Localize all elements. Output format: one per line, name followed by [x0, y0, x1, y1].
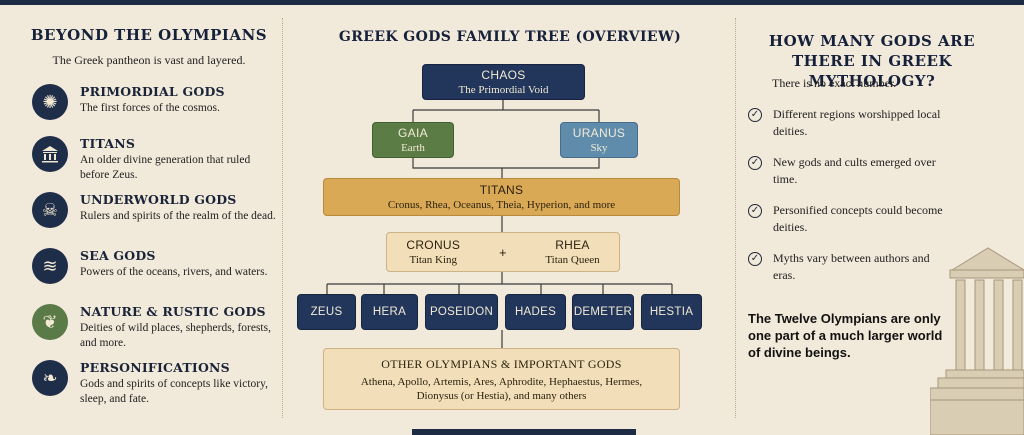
category-desc: Rulers and spirits of the realm of the d…	[80, 210, 276, 222]
chaos-node: CHAOS The Primordial Void	[422, 64, 585, 100]
uranus-node: URANUS Sky	[560, 122, 638, 158]
left-subtitle: The Greek pantheon is vast and layered.	[52, 53, 246, 67]
bottom-border	[412, 429, 636, 435]
god-hera: HERA	[361, 294, 418, 330]
right-intro: There is no exact number.	[772, 76, 897, 90]
other-olympians-line1: Athena, Apollo, Artemis, Ares, Aphrodite…	[360, 375, 643, 388]
laurel-icon: ❧	[32, 360, 68, 396]
check-icon: ✓	[748, 204, 762, 218]
gaia-node: GAIA Earth	[372, 122, 454, 158]
god-poseidon: POSEIDON	[425, 294, 498, 330]
category-desc: Gods and spirits of concepts like victor…	[80, 378, 269, 405]
skull-icon: ☠	[32, 192, 68, 228]
leaf-icon: ❦	[32, 304, 68, 340]
sunburst-icon: ✺	[32, 84, 68, 120]
category-title: UNDERWORLD GODS	[80, 192, 237, 207]
temple-illustration	[930, 247, 1024, 435]
category-title: PERSONIFICATIONS	[80, 360, 230, 375]
category-title: SEA GODS	[80, 248, 156, 263]
waves-icon: ≋	[32, 248, 68, 284]
top-border	[0, 0, 1024, 5]
other-olympians-line2: Dionysus (or Hestia), and many others	[416, 389, 587, 402]
left-heading: BEYOND THE OLYMPIANS	[30, 26, 268, 44]
category-desc: The first forces of the cosmos.	[80, 102, 220, 114]
temple-icon	[32, 136, 68, 172]
beyond-olympians-panel: BEYOND THE OLYMPIANS The Greek pantheon …	[18, 26, 280, 68]
rhea-label: RHEA Titan Queen	[545, 238, 600, 266]
other-olympians-node: OTHER OLYMPIANS & IMPORTANT GODS Athena,…	[323, 348, 680, 410]
category-desc: Deities of wild places, shepherds, fores…	[80, 322, 271, 349]
category-title: TITANS	[80, 136, 136, 151]
column-divider-right	[735, 18, 736, 418]
category-desc: Powers of the oceans, rivers, and waters…	[80, 266, 268, 278]
other-olympians-title: OTHER OLYMPIANS & IMPORTANT GODS	[381, 356, 622, 371]
conclusion-text: The Twelve Olympians are only one part o…	[748, 311, 943, 360]
tree-heading: GREEK GODS FAMILY TREE (OVERVIEW)	[338, 29, 682, 45]
god-demeter: DEMETER	[572, 294, 634, 330]
category-desc: An older divine generation that ruled be…	[80, 154, 251, 181]
check-icon: ✓	[748, 156, 762, 170]
category-title: NATURE & RUSTIC GODS	[80, 304, 266, 319]
titans-node: TITANS Cronus, Rhea, Oceanus, Theia, Hyp…	[323, 178, 680, 216]
check-icon: ✓	[748, 252, 762, 266]
category-title: PRIMORDIAL GODS	[80, 84, 225, 99]
god-hestia: HESTIA	[641, 294, 702, 330]
right-heading: HOW MANY GODS ARE THERE IN GREEK MYTHOLO…	[768, 32, 976, 90]
cronus-label: CRONUS Titan King	[406, 238, 461, 266]
cronus-rhea-node: CRONUS Titan King + RHEA Titan Queen	[386, 232, 620, 272]
column-divider-left	[282, 18, 283, 418]
check-icon: ✓	[748, 108, 762, 122]
plus-sign: +	[498, 244, 507, 260]
god-hades: HADES	[505, 294, 566, 330]
god-zeus: ZEUS	[297, 294, 356, 330]
